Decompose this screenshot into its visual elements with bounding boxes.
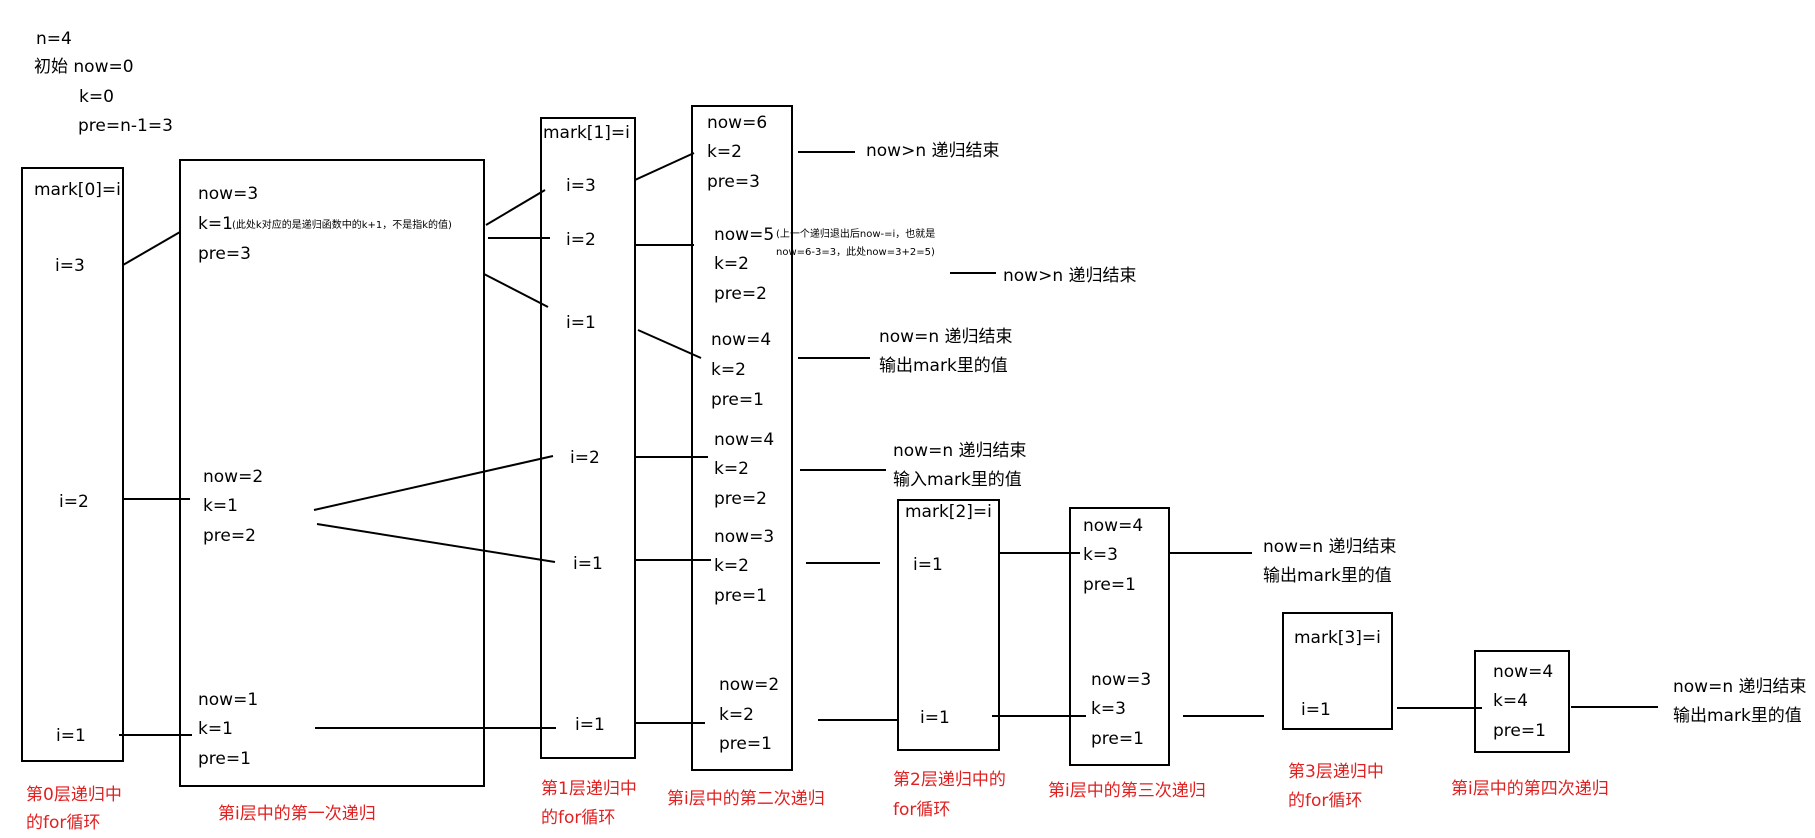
result-6a: now=n 递归结束 bbox=[1673, 677, 1807, 697]
layer3-title: mark[3]=i bbox=[1294, 628, 1381, 648]
first-a-now: now=3 bbox=[198, 184, 259, 204]
first-caption: 第i层中的第一次递归 bbox=[218, 804, 376, 824]
result-1: now>n 递归结束 bbox=[866, 141, 1000, 161]
result-5b: 输出mark里的值 bbox=[1263, 566, 1392, 586]
layer2-caption-2: for循环 bbox=[893, 800, 951, 820]
layer0-loop-box bbox=[21, 167, 124, 762]
layer1-i1b: i=1 bbox=[573, 554, 603, 574]
second-b-note-2: now=6-3=3，此处now=3+2=5) bbox=[776, 247, 935, 258]
second-e-now: now=3 bbox=[714, 527, 775, 547]
fourth-now: now=4 bbox=[1493, 662, 1554, 682]
layer3-i1: i=1 bbox=[1301, 700, 1331, 720]
first-b-pre: pre=2 bbox=[203, 526, 256, 546]
result-3b: 输出mark里的值 bbox=[879, 356, 1008, 376]
layer1-i2a: i=2 bbox=[566, 230, 596, 250]
second-a-k: k=2 bbox=[707, 142, 742, 162]
third-a-pre: pre=1 bbox=[1083, 575, 1136, 595]
layer1-i3: i=3 bbox=[566, 176, 596, 196]
third-b-k: k=3 bbox=[1091, 699, 1126, 719]
second-f-pre: pre=1 bbox=[719, 734, 772, 754]
fourth-recursion-box bbox=[1474, 650, 1570, 753]
layer1-title: mark[1]=i bbox=[543, 123, 630, 143]
layer2-i1a: i=1 bbox=[913, 555, 943, 575]
layer2-loop-box bbox=[897, 499, 1000, 751]
third-a-k: k=3 bbox=[1083, 545, 1118, 565]
second-d-k: k=2 bbox=[714, 459, 749, 479]
layer1-i1a: i=1 bbox=[566, 313, 596, 333]
fourth-k: k=4 bbox=[1493, 691, 1528, 711]
init-k: k=0 bbox=[79, 87, 114, 107]
first-a-k: k=1 bbox=[198, 214, 233, 234]
layer3-loop-box bbox=[1282, 612, 1393, 730]
second-d-pre: pre=2 bbox=[714, 489, 767, 509]
first-c-pre: pre=1 bbox=[198, 749, 251, 769]
third-b-now: now=3 bbox=[1091, 670, 1152, 690]
second-b-pre: pre=2 bbox=[714, 284, 767, 304]
layer0-caption-1: 第0层递归中 bbox=[26, 785, 122, 805]
layer3-caption-2: 的for循环 bbox=[1288, 791, 1363, 811]
init-n: n=4 bbox=[36, 29, 72, 49]
init-pre: pre=n-1=3 bbox=[78, 116, 173, 136]
second-e-pre: pre=1 bbox=[714, 586, 767, 606]
result-4b: 输入mark里的值 bbox=[893, 470, 1022, 490]
result-2: now>n 递归结束 bbox=[1003, 266, 1137, 286]
layer3-caption-1: 第3层递归中 bbox=[1288, 762, 1384, 782]
third-recursion-box bbox=[1069, 507, 1170, 766]
first-c-now: now=1 bbox=[198, 690, 259, 710]
result-5a: now=n 递归结束 bbox=[1263, 537, 1397, 557]
third-a-now: now=4 bbox=[1083, 516, 1144, 536]
first-a-note: (此处k对应的是递归函数中的k+1，不是指k的值) bbox=[232, 220, 452, 231]
second-f-k: k=2 bbox=[719, 705, 754, 725]
fourth-pre: pre=1 bbox=[1493, 721, 1546, 741]
second-caption: 第i层中的第二次递归 bbox=[667, 789, 825, 809]
layer0-i2: i=2 bbox=[59, 492, 89, 512]
second-a-pre: pre=3 bbox=[707, 172, 760, 192]
second-c-k: k=2 bbox=[711, 360, 746, 380]
second-c-pre: pre=1 bbox=[711, 390, 764, 410]
second-e-k: k=2 bbox=[714, 556, 749, 576]
first-a-pre: pre=3 bbox=[198, 244, 251, 264]
result-6b: 输出mark里的值 bbox=[1673, 706, 1802, 726]
result-4a: now=n 递归结束 bbox=[893, 441, 1027, 461]
layer0-i1: i=1 bbox=[56, 726, 86, 746]
second-f-now: now=2 bbox=[719, 675, 780, 695]
second-d-now: now=4 bbox=[714, 430, 775, 450]
layer0-caption-2: 的for循环 bbox=[26, 813, 101, 833]
first-b-k: k=1 bbox=[203, 496, 238, 516]
layer2-caption-1: 第2层递归中的 bbox=[893, 770, 1006, 790]
second-recursion-box bbox=[691, 105, 793, 771]
second-a-now: now=6 bbox=[707, 113, 768, 133]
first-recursion-box bbox=[179, 159, 485, 787]
layer1-i2b: i=2 bbox=[570, 448, 600, 468]
layer0-title: mark[0]=i bbox=[34, 180, 121, 200]
second-b-note-1: (上一个递归退出后now-=i，也就是 bbox=[776, 229, 936, 240]
layer1-i1c: i=1 bbox=[575, 715, 605, 735]
layer1-caption-1: 第1层递归中 bbox=[541, 779, 637, 799]
layer0-i3: i=3 bbox=[55, 256, 85, 276]
second-c-now: now=4 bbox=[711, 330, 772, 350]
layer1-loop-box bbox=[540, 117, 636, 759]
fourth-caption: 第i层中的第四次递归 bbox=[1451, 779, 1609, 799]
second-b-k: k=2 bbox=[714, 254, 749, 274]
init-now: 初始 now=0 bbox=[34, 57, 134, 77]
layer2-title: mark[2]=i bbox=[905, 502, 992, 522]
first-c-k: k=1 bbox=[198, 719, 233, 739]
third-caption: 第i层中的第三次递归 bbox=[1048, 781, 1206, 801]
layer1-caption-2: 的for循环 bbox=[541, 808, 616, 828]
third-b-pre: pre=1 bbox=[1091, 729, 1144, 749]
second-b-now: now=5 bbox=[714, 225, 775, 245]
first-b-now: now=2 bbox=[203, 467, 264, 487]
layer2-i1b: i=1 bbox=[920, 708, 950, 728]
result-3a: now=n 递归结束 bbox=[879, 327, 1013, 347]
